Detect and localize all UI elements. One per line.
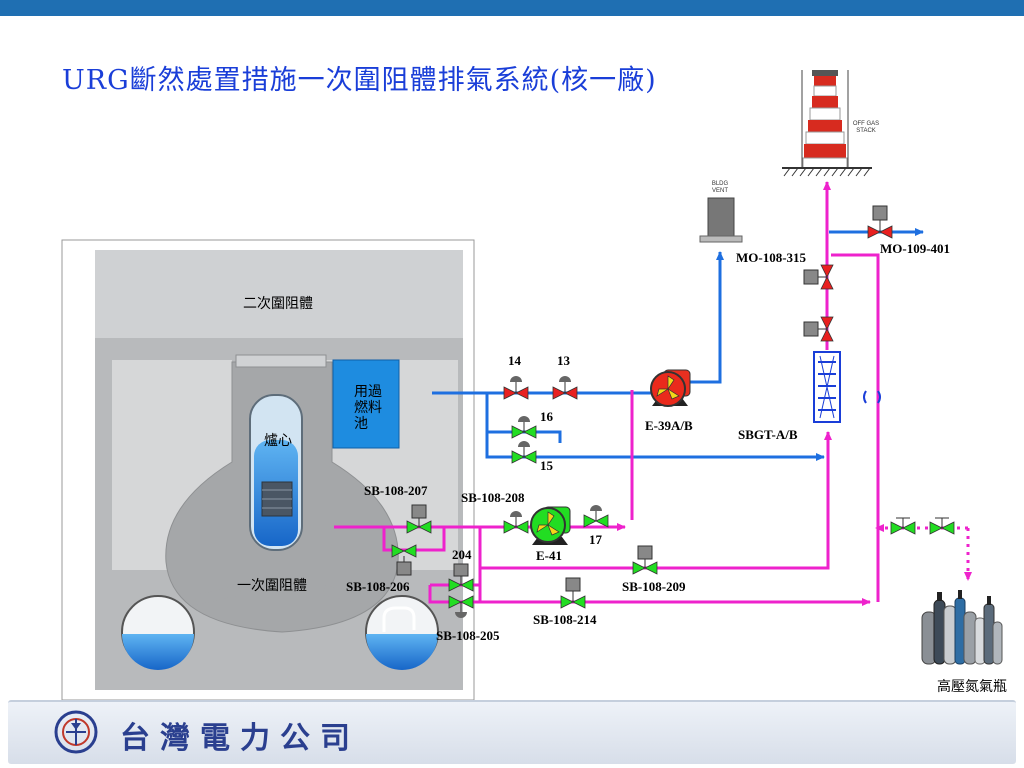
- valve-nitrogen-2[interactable]: [929, 517, 955, 535]
- label-mo-108-315: MO-108-315: [736, 250, 807, 265]
- page-title: URG斷然處置措施一次圍阻體排氣系統(核一廠): [62, 65, 657, 96]
- label-fan-e41: E-41: [536, 548, 562, 563]
- label-valve-17: 17: [589, 532, 603, 547]
- label-sb-108-207: SB-108-207: [364, 483, 428, 498]
- secondary-containment-label: 二次圍阻體: [243, 296, 313, 312]
- offgas-stack: [782, 70, 872, 177]
- valve-sb-108-206[interactable]: [448, 563, 474, 592]
- label-valve-14: 14: [508, 353, 522, 368]
- label-sb-108-205: SB-108-205: [436, 628, 500, 643]
- fan-e41: [530, 506, 571, 545]
- valve-14[interactable]: [503, 376, 529, 400]
- valve-16[interactable]: [511, 416, 537, 439]
- valve-mo-108-315-upper[interactable]: [803, 264, 834, 290]
- fan-e39: [650, 369, 691, 407]
- valve-nitrogen-1[interactable]: [890, 517, 916, 535]
- company-name: 台灣電力公司: [120, 721, 360, 756]
- label-fan-e39: E-39A/B: [645, 418, 693, 433]
- label-sb-108-208: SB-108-208: [461, 490, 525, 505]
- taipower-logo: [54, 710, 98, 754]
- valve-17[interactable]: [583, 505, 609, 528]
- valve-sb-108-205[interactable]: [448, 595, 474, 618]
- footer-bar: 台灣電力公司: [8, 700, 1016, 764]
- valve-mo-109-401[interactable]: [867, 205, 893, 239]
- valve-15[interactable]: [511, 441, 537, 464]
- spent-fuel-pool-label: 用過燃料池: [354, 384, 382, 432]
- label-valve-13: 13: [557, 353, 571, 368]
- valve-sb-108-208[interactable]: [503, 511, 529, 534]
- reactor-core-label: 爐心: [264, 433, 292, 449]
- sbgt-filter: [813, 351, 841, 423]
- label-sb-108-209: SB-108-209: [622, 579, 686, 594]
- label-valve-15: 15: [540, 458, 554, 473]
- nitrogen-bottles-label: 高壓氮氣瓶: [937, 678, 1007, 695]
- primary-containment-label: 一次圍阻體: [237, 578, 307, 594]
- orifice: [863, 390, 881, 404]
- valve-13[interactable]: [552, 376, 578, 400]
- valve-mo-108-315-lower[interactable]: [803, 316, 834, 342]
- label-mo-109-401: MO-109-401: [880, 241, 950, 256]
- valve-sb-108-214[interactable]: [560, 577, 586, 609]
- valve-sb-108-209[interactable]: [632, 545, 658, 575]
- valve-sb-108-207[interactable]: [406, 504, 432, 534]
- nitrogen-bottles: [921, 590, 1003, 665]
- header-bar: [0, 0, 1024, 16]
- spent-fuel-pool: [332, 359, 400, 449]
- label-sb-108-214: SB-108-214: [533, 612, 597, 627]
- label-valve-16: 16: [540, 409, 554, 424]
- valve-204[interactable]: [391, 544, 417, 576]
- label-sb-108-206: SB-108-206: [346, 579, 410, 594]
- label-sbgt: SBGT-A/B: [738, 427, 798, 442]
- label-valve-204: 204: [452, 547, 472, 562]
- reactor-building: [61, 239, 475, 700]
- bldg-vent: [699, 197, 743, 243]
